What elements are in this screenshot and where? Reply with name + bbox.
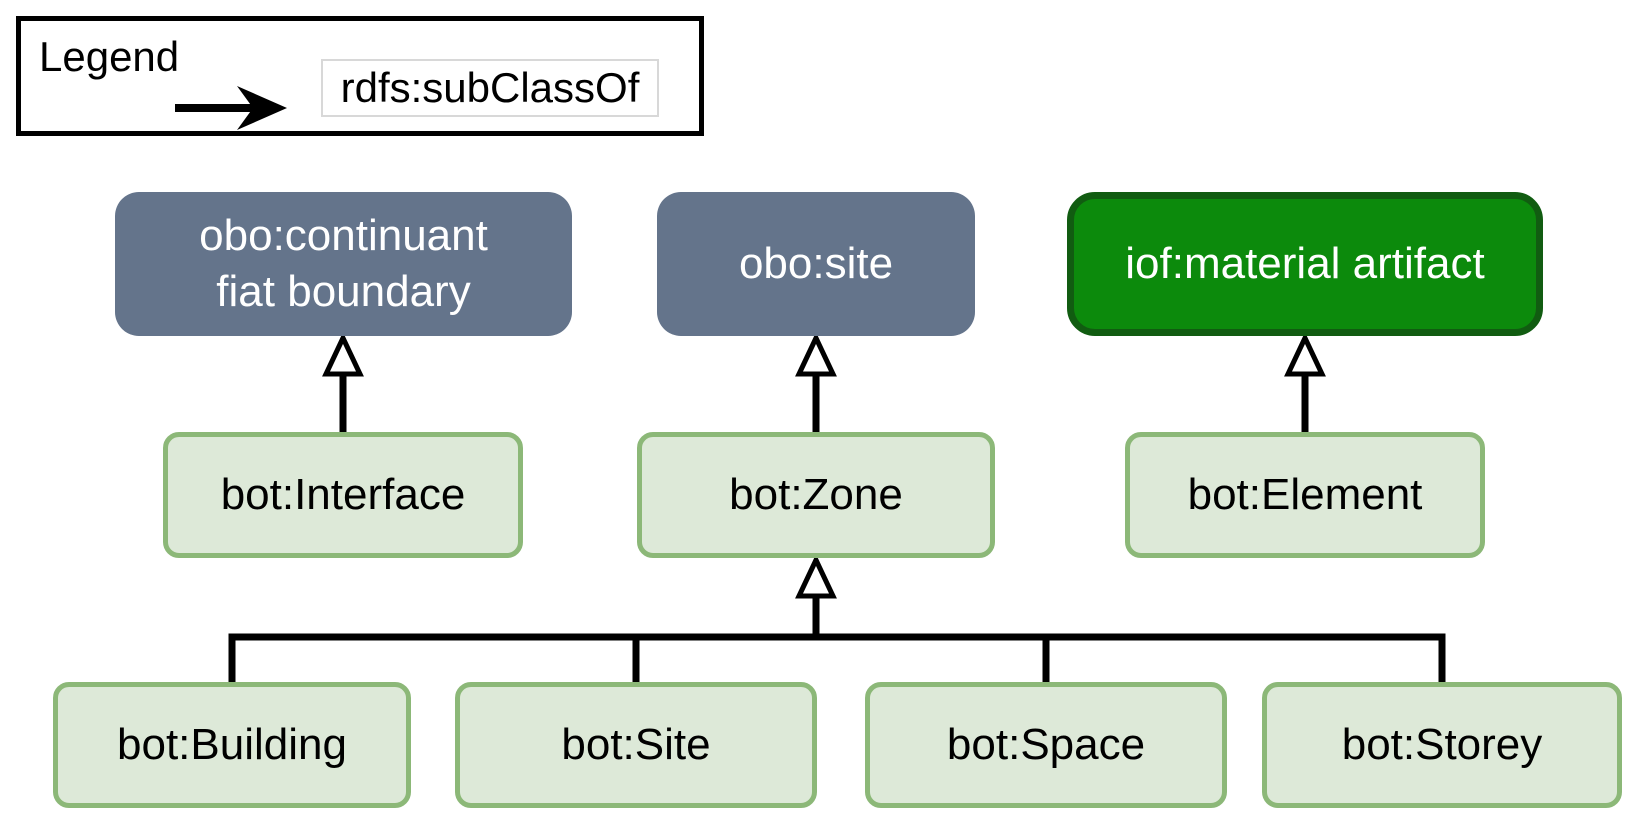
node-obo-site: obo:site (657, 192, 975, 336)
node-label: bot:Storey (1341, 720, 1543, 769)
subclassof-arrow-icon (175, 86, 287, 130)
node-label: obo:continuant fiat boundary (199, 211, 488, 316)
node-bot-building: bot:Building (53, 682, 411, 808)
subclassof-arrowhead-icon (322, 332, 364, 377)
node-bot-storey: bot:Storey (1262, 682, 1622, 808)
node-label: iof:material artifact (1125, 239, 1485, 288)
edge-children-to-bot-zone (228, 554, 1446, 684)
node-label: bot:Building (117, 720, 347, 769)
node-label: bot:Site (561, 720, 711, 769)
legend-box: Legend rdfs:subClassOf (16, 16, 704, 136)
node-label: obo:site (738, 239, 894, 288)
legend-relation-label: rdfs:subClassOf (321, 59, 659, 117)
node-label: bot:Space (946, 720, 1146, 769)
node-obo-continuant-fiat-boundary: obo:continuant fiat boundary (115, 192, 572, 336)
subclassof-arrowhead-icon (1284, 332, 1326, 377)
node-bot-interface: bot:Interface (163, 432, 523, 558)
edge-bot-zone-to-obo-site (795, 332, 837, 432)
node-label: bot:Interface (220, 470, 466, 519)
node-iof-material-artifact: iof:material artifact (1067, 192, 1543, 336)
subclassof-arrowhead-icon (795, 332, 837, 377)
edge-bot-interface-to-continuant-fiat-boundary (322, 332, 364, 432)
edge-bot-element-to-iof-material-artifact (1284, 332, 1326, 432)
node-bot-site: bot:Site (455, 682, 817, 808)
legend-title: Legend (39, 33, 180, 80)
node-label: bot:Element (1187, 470, 1423, 519)
node-bot-element: bot:Element (1125, 432, 1485, 558)
node-bot-zone: bot:Zone (637, 432, 995, 558)
subclassof-arrowhead-icon (795, 554, 837, 599)
node-label: bot:Zone (729, 470, 903, 519)
node-bot-space: bot:Space (865, 682, 1227, 808)
